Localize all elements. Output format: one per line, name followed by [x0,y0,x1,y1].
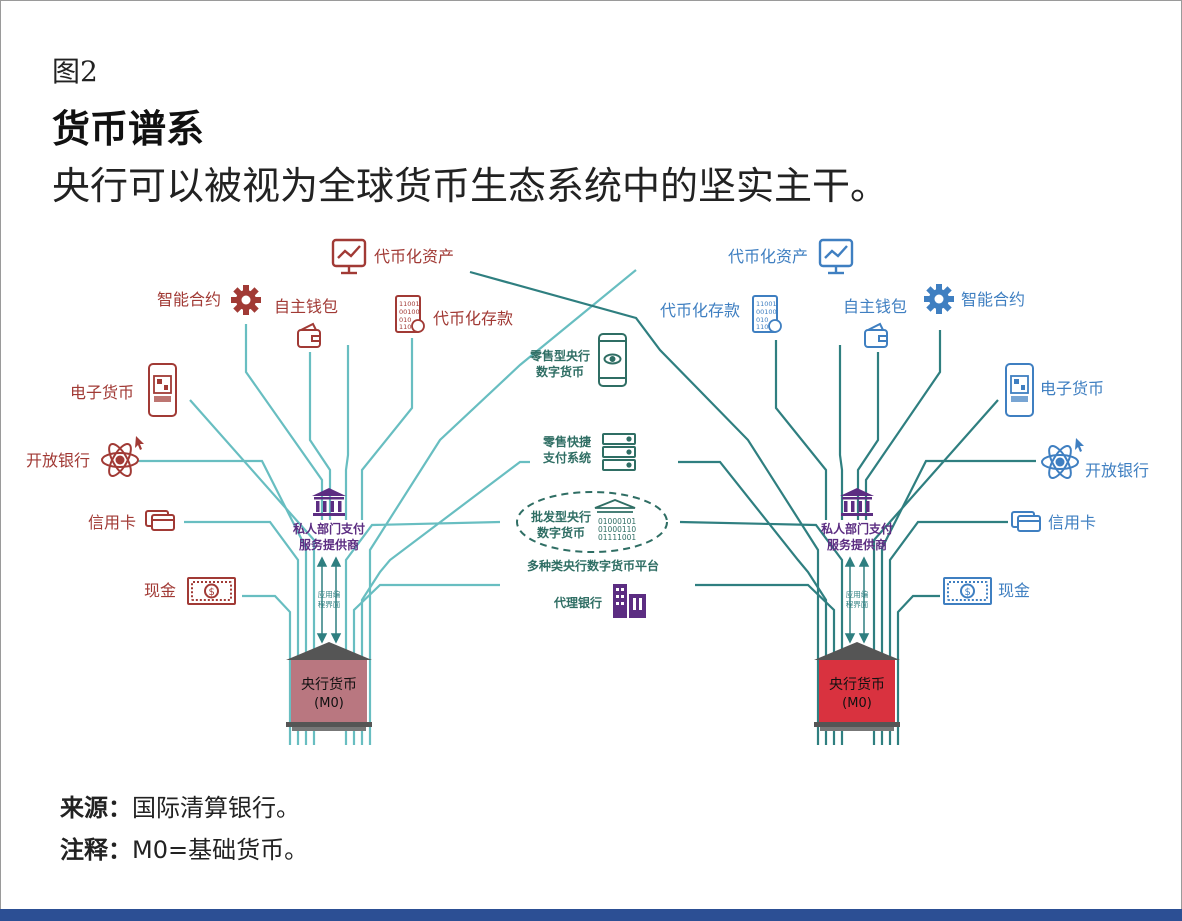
left-central-bank-vault [286,642,372,731]
figure-label: 图2 [52,55,98,88]
right-banknote-icon: $ [943,577,992,605]
left-vault-label-line1: 央行货币 [301,676,357,693]
fast-payment-label-line2: 支付系统 [542,450,591,465]
source-label: 来源： [60,794,132,822]
right-vault-label-line2: (M0) [842,696,872,711]
right-api-label-line1: 应用编 [846,589,869,599]
left-wallet-icon [297,322,321,348]
retail-cbdc-label-line2: 数字货币 [536,364,584,379]
mcbdc-platform-outline [516,491,668,553]
svg-text:11001: 11001 [756,300,777,308]
svg-text:11001: 11001 [399,300,420,308]
left-tree: 代币化资产 智能合约 自主钱包 11001 00100 010 110 代币化 [26,238,513,731]
fast-payment-label-line1: 零售快捷 [542,434,592,449]
right-api-label-line2: 程界面 [846,600,869,609]
left-api-label-line1: 应用编 [318,589,341,599]
left-node-label-wallet: 自主钱包 [274,297,338,316]
left-bank-building-icon [312,488,346,516]
center-infrastructure: 零售型央行 数字货币 零售快捷 支付系统 批发型央行 数字货币 01000101… [516,333,668,618]
svg-text:00100: 00100 [399,308,420,316]
left-node-label-open-banking: 开放银行 [26,451,90,470]
right-node-label-credit-card: 信用卡 [1048,513,1096,532]
source-note: 来源：国际清算银行。 [60,788,300,823]
right-node-label-wallet: 自主钱包 [843,297,907,316]
left-node-label-e-money: 电子货币 [70,383,134,402]
left-atom-icon [101,436,144,477]
right-vault-label-line1: 央行货币 [829,676,885,693]
svg-text:010: 010 [756,316,768,324]
binary-line-3: 01111001 [598,533,636,542]
right-psp-label-line2: 服务提供商 [827,537,887,552]
left-banknote-icon: $ [187,577,236,605]
right-node-label-tokenised-deposits: 代币化存款 [660,301,740,320]
right-bank-building-icon [840,488,874,516]
right-atom-icon [1041,438,1084,479]
svg-text:110: 110 [399,323,411,331]
right-gear-icon [924,284,954,314]
right-node-label-smart-contracts: 智能合约 [961,290,1025,309]
server-rack-icon [602,433,636,471]
footnote: 注释：M0=基础货币。 [60,830,308,865]
binary-line-2: 01000110 [598,525,636,534]
svg-text:$: $ [209,587,215,598]
svg-text:00100: 00100 [756,308,777,316]
left-api-label-line2: 程界面 [318,600,341,609]
retail-cbdc-label-line1: 零售型央行 [529,348,590,363]
office-building-icon [613,584,646,618]
wholesale-bank-icon [594,499,636,513]
right-tree: 代币化资产 代币化存款 11001 00100 010 110 自主钱包 [660,238,1149,731]
right-psp-label-line1: 私人部门支付 [820,521,893,536]
mcbdc-platform-label: 多种类央行数字货币平台 [527,558,659,573]
right-credit-card-icon [1011,511,1041,532]
left-node-label-credit-card: 信用卡 [88,513,136,532]
left-vault-label-line2: (M0) [314,696,344,711]
left-qr-phone-icon [148,363,177,417]
left-node-label-tokenised-deposits: 代币化存款 [433,309,513,328]
left-api-arrows [316,556,342,644]
svg-text:$: $ [965,587,971,598]
right-wallet-icon [864,322,888,348]
left-binary-document-icon: 11001 00100 010 110 [395,295,425,333]
right-node-label-open-banking: 开放银行 [1085,461,1149,480]
figure-subtitle: 央行可以被视为全球货币生态系统中的坚实主干。 [52,164,889,208]
note-label: 注释： [60,836,132,864]
right-binary-document-icon: 11001 00100 010 110 [752,295,782,333]
note-text: M0=基础货币。 [132,836,309,864]
retail-cbdc-phone-icon [598,333,627,387]
left-tokenised-assets-icon [331,238,367,275]
wholesale-cbdc-label-line1: 批发型央行 [531,509,591,524]
svg-text:010: 010 [399,316,411,324]
correspondent-bank-label: 代理银行 [553,595,602,610]
right-central-bank-vault [814,642,900,731]
right-qr-phone-icon [1005,363,1034,417]
binary-line-1: 01000101 [598,517,636,526]
right-node-label-e-money: 电子货币 [1040,379,1104,398]
left-credit-card-icon [145,510,175,531]
left-node-label-smart-contracts: 智能合约 [157,290,221,309]
bottom-accent-bar [0,909,1182,921]
trunk-lines [138,269,1036,745]
right-tokenised-assets-icon [818,238,854,275]
right-api-arrows [844,556,870,644]
right-node-label-tokenised-assets: 代币化资产 [728,247,808,266]
svg-text:110: 110 [756,323,768,331]
figure-title: 货币谱系 [52,107,205,151]
left-psp-label-line1: 私人部门支付 [292,521,365,536]
right-node-label-cash: 现金 [998,581,1030,600]
left-node-label-tokenised-assets: 代币化资产 [374,247,454,266]
left-node-label-cash: 现金 [144,581,176,600]
left-gear-icon [231,285,261,315]
wholesale-cbdc-label-line2: 数字货币 [537,525,585,540]
source-text: 国际清算银行。 [132,794,300,822]
left-psp-label-line2: 服务提供商 [299,537,359,552]
